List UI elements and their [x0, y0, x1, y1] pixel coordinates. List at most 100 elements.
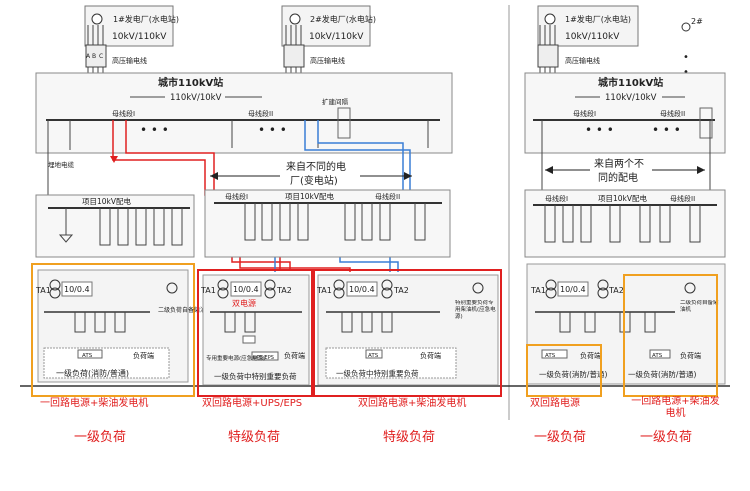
ta1-b: TA1: [200, 286, 216, 295]
plant-2-voltage: 10kV/110kV: [309, 32, 364, 42]
load-box-a: TA1 10/0.4 二级负荷自备柴油机 ATS 负荷端 一级负荷(消防/普通): [31, 263, 212, 397]
r-bottom-caption-b-wrap: 一回路电源+柴油发电机: [631, 396, 720, 419]
r-ta2: TA2: [608, 286, 624, 295]
r-load-b: 一级负荷(消防/普通): [628, 369, 696, 379]
bottom-caption-c: 双回路电源+柴油发电机: [358, 396, 466, 409]
phase-b: B: [92, 53, 96, 60]
dots-1: • • •: [140, 123, 169, 137]
note-line-2: 厂(变电站): [290, 174, 338, 187]
ta1-c: TA1: [316, 286, 332, 295]
ta2-c: TA2: [393, 286, 409, 295]
city-station: 城市110kV站 110kV/10kV 母线段I 母线段II 扩建间隔 • • …: [35, 72, 453, 154]
tx-ratio-b: 10/0.4: [233, 285, 259, 294]
bottom-caption-b: 双回路电源+UPS/EPS: [202, 396, 302, 409]
ups-note: 专用重要电源(应急电源): [206, 354, 265, 362]
city-station-ratio: 110kV/10kV: [170, 93, 222, 103]
r-city-station-ratio: 110kV/10kV: [605, 93, 657, 103]
r-bottom-caption-b: 一回路电源+柴油发电机: [631, 396, 720, 419]
plant-2-title: 2#发电厂(水电站): [310, 14, 376, 24]
r-note: 来自两个不 同的配电: [545, 157, 705, 184]
dots-2: • • •: [258, 123, 287, 137]
r-project-dist: 母线段I 项目10kV配电 母线段II: [524, 189, 726, 258]
project-dist-a: 项目10kV配电: [35, 194, 195, 258]
load-a: 一级负荷(消防/普通): [56, 368, 129, 378]
project-center-bus2: 母线段II: [375, 192, 400, 201]
r-city-station-title: 城市110kV站: [598, 76, 663, 89]
load-c: 一级负荷中特别重要负荷: [336, 368, 419, 378]
r-plant-1: 1#发电厂(水电站) 10kV/110kV: [537, 5, 639, 47]
r-dots-1: • • •: [585, 123, 614, 137]
city-bus-1: 母线段I: [112, 109, 135, 118]
r-ta1: TA1: [530, 286, 546, 295]
hv-line-label-2: 高压输电线: [310, 56, 345, 65]
r-ats-b: ATS: [652, 353, 663, 359]
r-city-bus-1: 母线段I: [573, 109, 596, 118]
r-plant-2: 2#: [691, 17, 703, 26]
project-center-title: 项目10kV配电: [285, 191, 335, 201]
tx-ratio-c: 10/0.4: [349, 285, 375, 294]
r-tx-ratio: 10/0.4: [560, 285, 586, 294]
r-diesel: 二级负荷自备柴油机: [680, 300, 719, 313]
project-center-bus1: 母线段I: [225, 192, 248, 201]
load-box-c: TA1 10/0.4 TA2 特别重要负荷专用柴油机(应急电源) ATS 负荷端…: [313, 269, 502, 397]
arrow-red-1: [110, 156, 118, 163]
note-line-1: 来自不同的电: [286, 160, 346, 173]
load-end-c: 负荷端: [420, 351, 441, 360]
phase-a: A: [86, 53, 91, 60]
r-note-line-1: 来自两个不: [594, 157, 644, 170]
r-load-end-b: 负荷端: [680, 351, 701, 360]
note-different-plants: 来自不同的电 厂(变电站): [210, 160, 412, 187]
project-a-title: 项目10kV配电: [82, 196, 132, 206]
r-grade-a: 一级负荷: [534, 430, 586, 445]
diesel-a: 二级负荷自备柴油机: [158, 306, 212, 314]
r-dots-2: • • •: [652, 123, 681, 137]
r-ats-a: ATS: [545, 353, 556, 359]
city-bus-2: 母线段II: [248, 109, 273, 118]
r-hv-line-label: 高压输电线: [565, 56, 600, 65]
grade-a: 一级负荷: [74, 430, 126, 445]
hv-line-label-1: 高压输电线: [112, 56, 147, 65]
r-plant-1-title: 1#发电厂(水电站): [565, 14, 631, 24]
phase-c: C: [99, 53, 103, 60]
load-end-b: 负荷端: [284, 351, 305, 360]
tx-ratio-a: 10/0.4: [64, 285, 90, 294]
r-plant-1-voltage: 10kV/110kV: [565, 32, 620, 42]
expand-label: 扩建间隔: [322, 97, 349, 106]
r-city-bus-2: 母线段II: [660, 109, 685, 118]
ta2-b: TA2: [276, 286, 292, 295]
dual-power-label: 双电源: [232, 298, 256, 308]
ats-c: ATS: [368, 353, 379, 359]
special-diesel: 特别重要负荷专用柴油机(应急电源): [455, 300, 496, 320]
r-diesel-wrap: 二级负荷自备柴油机: [680, 300, 719, 313]
cable-label: 埋地电缆: [48, 160, 75, 169]
r-load-a: 一级负荷(消防/普通): [539, 369, 607, 379]
r-project-title: 项目10kV配电: [598, 193, 648, 203]
r-load-end-a: 负荷端: [580, 351, 601, 360]
plant-1-title: 1#发电厂(水电站): [113, 14, 179, 24]
r-feeders: [541, 120, 711, 190]
load-b: 一级负荷中特别重要负荷: [214, 371, 297, 381]
r-orange-box-a: [526, 344, 602, 397]
r-plant-2-icon: [681, 22, 691, 32]
project-dist-center: 母线段I 项目10kV配电 母线段II: [204, 189, 451, 258]
ups-label: UPS/EPS: [253, 355, 274, 361]
r-grade-b: 一级负荷: [640, 430, 692, 445]
r-plant-2-dots: •: [683, 52, 689, 63]
r-project-bus1: 母线段I: [545, 194, 568, 203]
city-station-title: 城市110kV站: [158, 76, 223, 89]
r-orange-box-b: [623, 274, 718, 397]
plant-2: 2#发电厂(水电站) 10kV/110kV: [281, 5, 376, 47]
bottom-caption-a: 一回路电源+柴油发电机: [40, 396, 148, 409]
load-box-b: TA1 10/0.4 TA2 双电源 UPS/EPS 专用重要电源(应急电源) …: [197, 269, 313, 397]
r-project-bus2: 母线段II: [670, 194, 695, 203]
plant-1-voltage: 10kV/110kV: [112, 32, 167, 42]
ta1-a: TA1: [35, 286, 51, 295]
r-bottom-caption-a: 双回路电源: [530, 396, 580, 409]
special-diesel-wrap: 特别重要负荷专用柴油机(应急电源): [455, 300, 496, 320]
r-note-line-2: 同的配电: [598, 171, 638, 184]
r-load-area: TA1 10/0.4 TA2 二级负荷自备柴油机 ATS ATS 负荷端 负荷端…: [526, 263, 726, 385]
plant-1: 1#发电厂(水电站) 10kV/110kV: [84, 5, 179, 47]
grade-c: 特级负荷: [383, 430, 435, 445]
load-end-a: 负荷端: [133, 351, 154, 360]
